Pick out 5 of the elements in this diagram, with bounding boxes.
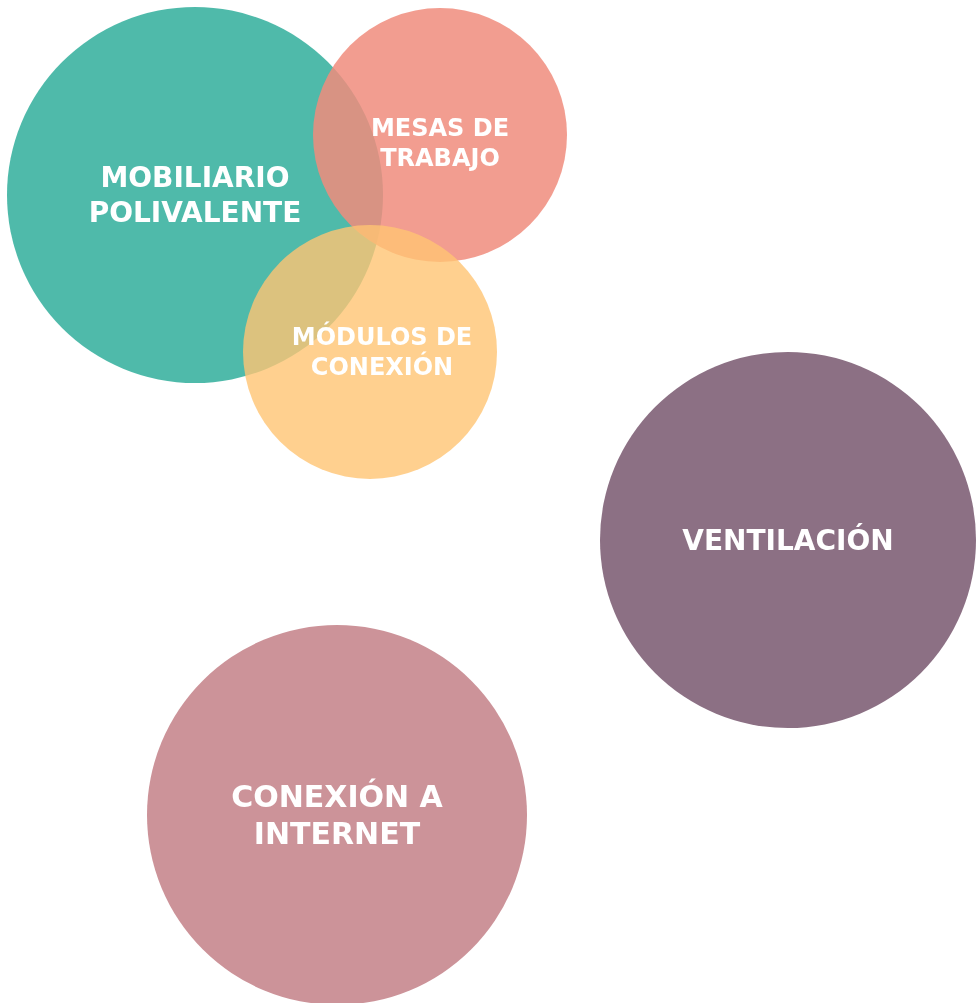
circle-label: VENTILACIÓN — [681, 522, 895, 558]
circle-label: MESAS DE TRABAJO — [369, 113, 511, 173]
circle-label: MÓDULOS DE CONEXIÓN — [290, 322, 474, 382]
circle-label: MOBILIARIO POLIVALENTE — [87, 160, 303, 230]
circle-label: CONEXIÓN A INTERNET — [230, 777, 444, 853]
